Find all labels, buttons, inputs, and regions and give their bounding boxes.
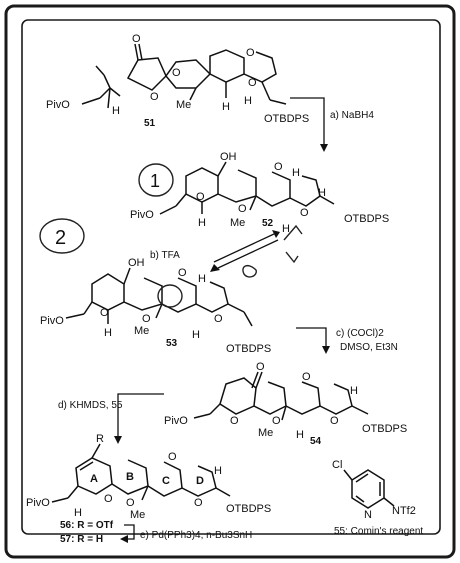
c56-pivo: PivO: [26, 497, 50, 509]
c52-h3: H: [198, 217, 206, 229]
compound-55: [343, 469, 395, 509]
c56-o1: O: [104, 493, 113, 505]
c53-o1: O: [100, 307, 109, 319]
c53-pivo: PivO: [40, 315, 64, 327]
c52-h4: H: [282, 223, 290, 235]
condition-d: d) KHMDS, 55: [58, 400, 123, 411]
compound-52: [159, 161, 335, 215]
arrow-c: [296, 327, 327, 352]
c56-r: R: [96, 433, 104, 445]
c52-number: 52: [262, 218, 274, 229]
c51-o-ring3: O: [246, 47, 255, 59]
c56-o4: O: [194, 497, 203, 509]
c51-o-ring2: O: [172, 67, 181, 79]
ring-label-d: D: [196, 475, 204, 487]
c52-o1: O: [196, 191, 205, 203]
c56-otbdps: OTBDPS: [226, 503, 271, 515]
compound-56-57: [51, 443, 231, 503]
c55-caption: 55: Comin's reagent: [334, 526, 423, 537]
handwritten-mark-1-text: 1: [150, 171, 160, 191]
c52-oh: OH: [220, 151, 237, 163]
c54-h1: H: [350, 385, 358, 397]
c53-h3: H: [192, 329, 200, 341]
arrow-e: [124, 524, 135, 540]
legend-56: 56: R = OTf: [60, 520, 114, 531]
c54-o3: O: [302, 371, 311, 383]
ring-label-c: C: [162, 475, 170, 487]
c51-o-carbonyl: O: [132, 33, 141, 45]
arrow-c-head: [322, 346, 330, 354]
c52-h2: H: [318, 187, 326, 199]
c56-o3: O: [168, 451, 177, 463]
c53-number: 53: [166, 338, 178, 349]
legend-57: 57: R = H: [60, 534, 103, 545]
equilibrium-arrow-b: [210, 230, 280, 272]
c56-o2: O: [126, 497, 135, 509]
c55-cl: Cl: [332, 459, 342, 471]
scheme-inner-frame: [21, 19, 441, 535]
c54-o1: O: [230, 415, 239, 427]
handwritten-mark-1: 1: [138, 163, 174, 197]
c54-number: 54: [310, 436, 322, 447]
c52-o4: O: [300, 207, 309, 219]
c54-me: Me: [258, 427, 273, 439]
arrow-d: [117, 393, 164, 442]
condition-c-line1: c) (COCl)2: [336, 328, 384, 339]
c54-o2: O: [272, 415, 281, 427]
c54-o4: O: [330, 415, 339, 427]
handwritten-circle-53: [157, 284, 183, 308]
c55-ntf2: NTf2: [392, 505, 416, 517]
c51-o-ring1: O: [150, 91, 159, 103]
condition-b: b) TFA: [150, 250, 180, 261]
arrow-a-head: [320, 144, 328, 152]
c56-h2: H: [74, 507, 82, 519]
handwritten-mark-2-text: 2: [55, 227, 66, 249]
c52-o2: O: [238, 203, 247, 215]
c53-oh: OH: [128, 257, 145, 269]
scheme-frame: [4, 4, 456, 559]
c54-o-carbonyl: O: [256, 361, 265, 373]
c56-h: H: [214, 465, 222, 477]
c53-otbdps: OTBDPS: [226, 343, 271, 355]
c55-n: N: [364, 509, 372, 521]
compound-54: [193, 371, 369, 421]
handwritten-scribble-1: [283, 224, 303, 241]
c52-otbdps: OTBDPS: [344, 213, 389, 225]
c53-o4: O: [214, 313, 223, 325]
c51-pivo: PivO: [46, 99, 70, 111]
arrow-d-head: [114, 436, 122, 444]
c51-me: Me: [176, 99, 191, 111]
c51-h2: H: [222, 101, 230, 113]
compound-51: [81, 43, 287, 109]
condition-e: e) Pd(PPh3)4, n-Bu3SnH: [140, 530, 252, 541]
condition-c-line2: DMSO, Et3N: [340, 342, 398, 353]
c54-otbdps: OTBDPS: [362, 423, 407, 435]
c52-pivo: PivO: [130, 209, 154, 221]
handwritten-mark-2: 2: [39, 218, 85, 254]
c53-h1: H: [198, 273, 206, 285]
c51-h: H: [112, 105, 120, 117]
c54-h2: H: [296, 429, 304, 441]
ring-label-b: B: [126, 471, 134, 483]
c54-pivo: PivO: [164, 415, 188, 427]
c51-number: 51: [144, 118, 156, 129]
ring-label-a: A: [90, 473, 98, 485]
arrow-e-head: [120, 535, 128, 543]
arrow-a: [290, 97, 325, 150]
c53-o2: O: [142, 313, 151, 325]
c52-h1: H: [292, 167, 300, 179]
handwritten-scribble-2: [285, 251, 299, 264]
c53-o3: O: [178, 267, 187, 279]
handwritten-scribble-3: [242, 264, 257, 278]
c52-o3: O: [274, 161, 283, 173]
c52-me: Me: [230, 217, 245, 229]
c51-o-ring4: O: [248, 77, 257, 89]
c51-otbdps: OTBDPS: [264, 113, 309, 125]
c51-h3: H: [244, 95, 252, 107]
c53-me: Me: [134, 325, 149, 337]
c56-me: Me: [130, 509, 145, 521]
c53-h2: H: [104, 327, 112, 339]
condition-a: a) NaBH4: [330, 110, 374, 121]
